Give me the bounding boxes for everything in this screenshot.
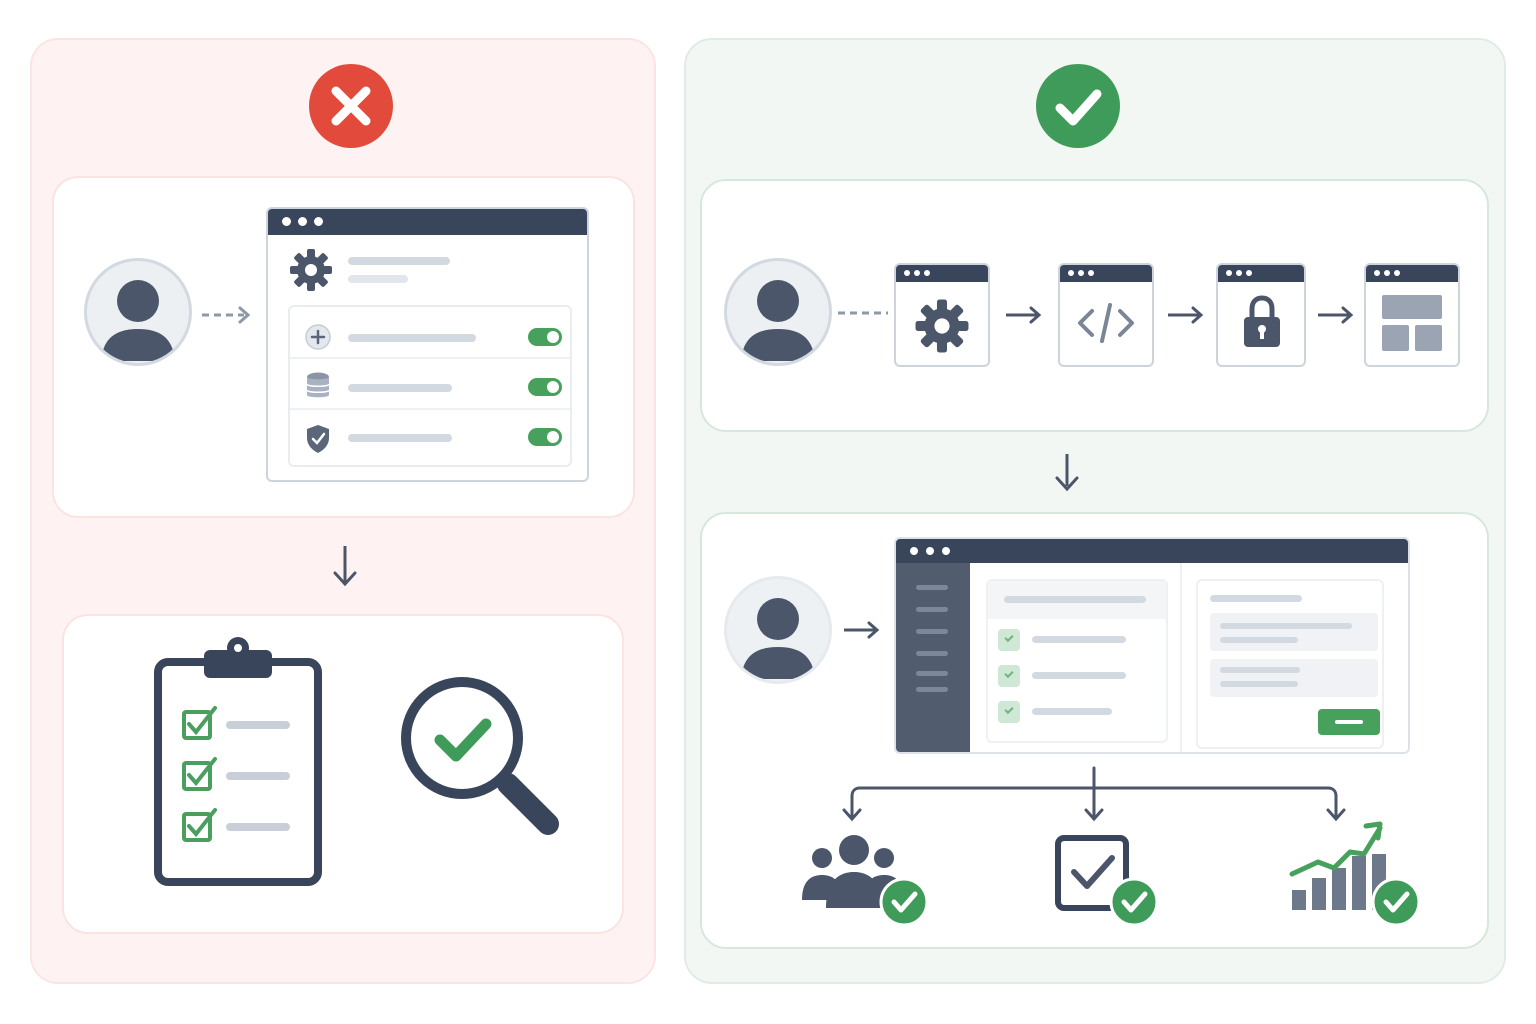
x-mark-icon <box>309 64 393 148</box>
gear-icon <box>290 249 332 291</box>
user-avatar <box>84 258 192 366</box>
dashed-line-icon <box>838 311 888 315</box>
database-icon <box>306 372 330 398</box>
lock-window <box>1216 263 1306 367</box>
task-list-pane <box>986 579 1168 743</box>
gear-window <box>894 263 990 367</box>
window-titlebar <box>896 539 1408 563</box>
dashed-arrow-icon <box>202 306 251 324</box>
checkbox-icon[interactable] <box>998 665 1020 687</box>
check-mark-icon <box>1036 64 1120 148</box>
down-arrow-icon <box>333 546 357 587</box>
toggle-switch[interactable] <box>528 328 562 346</box>
code-icon <box>1078 303 1134 343</box>
layout-window <box>1364 263 1460 367</box>
gear-icon <box>915 299 969 353</box>
settings-window <box>266 207 589 482</box>
branch-connector <box>842 766 1346 822</box>
growth-chart-check-icon <box>1289 821 1421 927</box>
clipboard-checklist-icon <box>154 637 322 886</box>
title-placeholder <box>348 257 450 265</box>
toggle-switch[interactable] <box>528 378 562 396</box>
magnifier-check-icon <box>401 677 559 835</box>
checkbox-check-icon <box>1055 835 1159 927</box>
right-arrow-icon <box>1318 306 1354 324</box>
checkbox-icon[interactable] <box>998 701 1020 723</box>
user-avatar <box>724 258 832 366</box>
user-avatar <box>724 576 832 684</box>
toggle-switch[interactable] <box>528 428 562 446</box>
detail-pane <box>1196 579 1384 749</box>
window-titlebar <box>268 209 587 235</box>
checkbox-icon[interactable] <box>998 629 1020 651</box>
shield-check-icon <box>307 425 329 453</box>
down-arrow-icon <box>1055 454 1079 492</box>
app-window <box>894 537 1410 754</box>
plus-icon <box>305 324 331 350</box>
code-window <box>1058 263 1154 367</box>
right-arrow-icon <box>844 621 880 639</box>
settings-list <box>288 305 572 467</box>
submit-button[interactable] <box>1318 709 1380 735</box>
team-check-icon <box>802 835 929 927</box>
right-arrow-icon <box>1006 306 1042 324</box>
right-arrow-icon <box>1168 306 1204 324</box>
lock-icon <box>1244 295 1280 347</box>
layout-grid-icon <box>1382 295 1442 351</box>
subtitle-placeholder <box>348 275 408 283</box>
app-sidebar <box>896 563 970 752</box>
